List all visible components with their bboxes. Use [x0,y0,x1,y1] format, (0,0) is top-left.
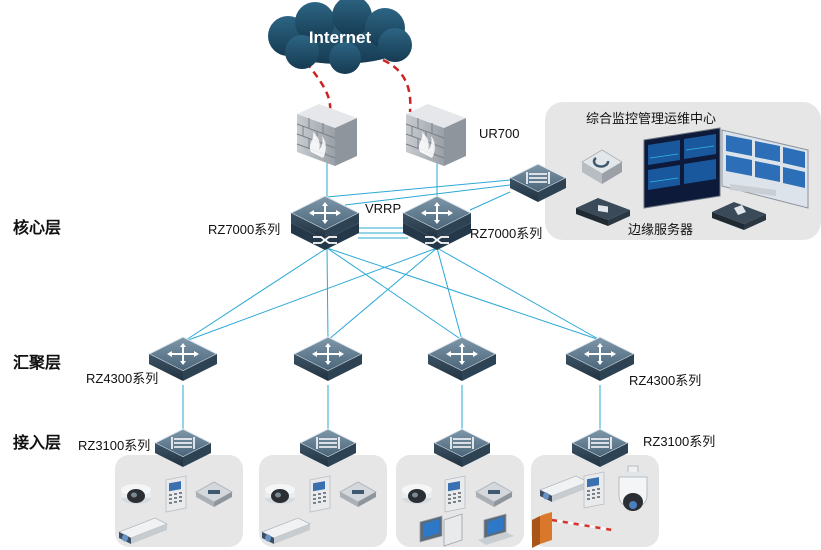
desktop-pc-icon [419,513,463,547]
core-switch-right-label: RZ7000系列 [470,226,542,241]
monitoring-screens-icon [643,127,809,209]
core-layer-label: 核心层 [13,218,61,237]
firewall-model-label: UR700 [479,126,519,141]
dome-camera-icon [402,484,432,504]
internet-label: Internet [309,28,372,47]
firewall-right [405,103,467,167]
aggregation-switch-1 [148,336,218,382]
management-server-icon [581,149,623,184]
dome-camera-icon [121,484,151,504]
barrier-gate-icon [532,512,613,548]
monitoring-center-title: 综合监控管理运维中心 [586,111,716,126]
access-terminal-icon [309,475,331,513]
firewall-left [296,103,358,167]
access-terminal-icon [444,475,466,513]
edge-server-icon [576,198,630,226]
access-terminal-icon [165,475,187,513]
edge-server-label: 边缘服务器 [628,222,693,237]
aggregation-layer-label: 汇聚层 [13,354,61,372]
lan-links [182,160,601,430]
access-layer-label: 接入层 [13,433,61,452]
aggregation-switch-3 [427,336,497,382]
access-left-label: RZ3100系列 [78,438,150,453]
vrrp-label: VRRP [365,201,401,216]
aggregation-left-label: RZ4300系列 [86,371,158,386]
core-switch-left-label: RZ7000系列 [208,222,280,237]
internet-links [305,58,412,113]
access-terminal-icon [583,471,605,509]
edge-server-icon-2 [712,202,766,230]
laptop-icon [478,513,514,545]
aggregation-right-label: RZ4300系列 [629,373,701,388]
dome-camera-icon [265,484,295,504]
internet-cloud: Internet [268,0,412,74]
aggregation-switch-4 [565,336,635,382]
ptz-camera-icon [618,465,648,511]
access-right-label: RZ3100系列 [643,434,715,449]
core-switch-right [403,196,471,250]
aggregation-switch-2 [293,336,363,382]
